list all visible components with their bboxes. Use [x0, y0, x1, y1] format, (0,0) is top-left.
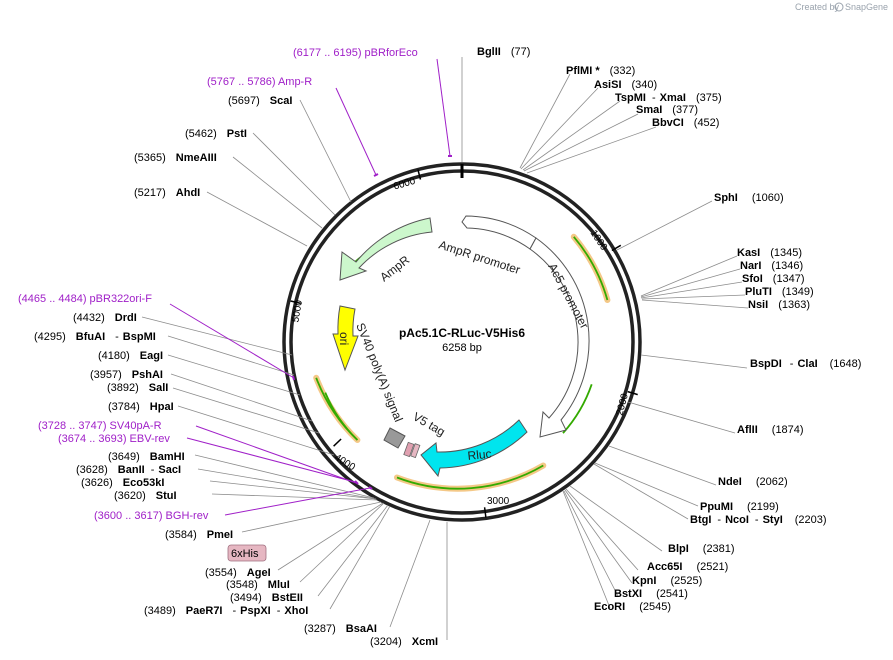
primer-marker-bgh — [368, 486, 373, 490]
primer-pbr322ori-label[interactable]: (4465 .. 4484) pBR322ori-F — [18, 293, 152, 305]
sixhis-feature[interactable] — [410, 443, 421, 459]
enzyme-ppumi[interactable]: PpuMI(2199) — [700, 501, 779, 513]
enzyme-psti[interactable]: (5462)PstI — [185, 128, 247, 140]
enzyme-bspdi[interactable]: BspDI-ClaI(1648) — [750, 358, 861, 370]
enzyme-bfuai[interactable]: (4295)BfuAI-BspMI — [34, 331, 156, 343]
sv40-label: SV40 poly(A) signal — [353, 321, 405, 424]
ori-label: ori — [337, 332, 351, 345]
plasmid-name: pAc5.1C-RLuc-V5His6 — [399, 326, 525, 340]
orf-line-1 — [573, 236, 609, 301]
enzyme-nsii[interactable]: NsiI(1363) — [748, 299, 810, 311]
rluc-label: Rluc — [467, 447, 492, 463]
enzyme-btgi[interactable]: BtgI-NcoI-StyI(2203) — [690, 514, 827, 526]
orf-arc-3 — [313, 374, 361, 443]
ori-feature[interactable] — [332, 305, 359, 372]
enzyme-xcmi[interactable]: (3204)XcmI — [370, 636, 438, 648]
enzyme-eco53ki[interactable]: (3626)Eco53kI — [81, 477, 164, 489]
enzyme-bamhi[interactable]: (3649)BamHI — [108, 451, 185, 463]
enzyme-mlui[interactable]: (3548)MluI — [226, 579, 290, 591]
enzyme-tspmi[interactable]: TspMI-XmaI(375) — [615, 92, 722, 104]
ampr-feature[interactable] — [339, 217, 433, 281]
primer-markers — [292, 155, 452, 490]
enzyme-nmeaiii[interactable]: (5365)NmeAIII — [134, 152, 217, 164]
enzyme-stui[interactable]: (3620)StuI — [114, 490, 177, 502]
tick-label-5000: 5000 — [290, 299, 305, 323]
credit-prefix: Created by — [795, 2, 840, 12]
tick-6000 — [417, 169, 422, 180]
tick-1000 — [611, 244, 622, 252]
enzyme-pluti[interactable]: PluTI(1349) — [745, 286, 814, 298]
enzyme-banii[interactable]: (3628)BanII-SacI — [76, 464, 181, 476]
tick-label-3000: 3000 — [487, 496, 510, 507]
enzyme-acc65i[interactable]: Acc65I(2521) — [647, 561, 728, 573]
enzyme-nari[interactable]: NarI(1346) — [740, 260, 803, 272]
plasmid-length: 6258 bp — [442, 342, 482, 354]
enzyme-drdi[interactable]: (4432)DrdI — [73, 312, 137, 324]
credit-brand: SnapGene — [845, 2, 888, 12]
ac5-promoter-feature[interactable] — [529, 237, 590, 438]
enzyme-sfoi[interactable]: SfoI(1347) — [742, 273, 805, 285]
v5-tag-feature[interactable] — [403, 441, 415, 458]
primer-ebv-label[interactable]: (3674 .. 3693) EBV-rev — [58, 433, 170, 445]
enzyme-bsteii[interactable]: (3494)BstEII — [230, 592, 303, 604]
enzyme-paer7i[interactable]: (3489)PaeR7I-PspXI-XhoI — [144, 605, 308, 617]
enzyme-ecori[interactable]: EcoRI(2545) — [594, 601, 671, 613]
enzyme-blpi[interactable]: BlpI(2381) — [668, 543, 735, 555]
ampr-promoter-feature[interactable] — [461, 215, 537, 250]
tick-4000 — [333, 438, 342, 447]
ampr-label: AmpR — [377, 253, 412, 285]
enzyme-sali[interactable]: (3892)SalI — [107, 382, 168, 394]
enzyme-aflii[interactable]: AflII(1874) — [737, 424, 804, 436]
sv40-polya-feature[interactable] — [383, 427, 406, 449]
enzyme-pmei[interactable]: (3584)PmeI — [165, 529, 233, 541]
primer-ampr-label[interactable]: (5767 .. 5786) Amp-R — [207, 76, 312, 88]
tick-3000 — [483, 507, 487, 518]
tick-marks — [290, 169, 638, 518]
primer-marker-ebv — [354, 480, 359, 485]
enzyme-scai[interactable]: (5697)ScaI — [228, 95, 292, 107]
enzyme-kpni[interactable]: KpnI(2525) — [632, 575, 702, 587]
sixhis-label[interactable]: 6xHis — [231, 548, 259, 560]
tick-2000 — [627, 390, 638, 396]
enzyme-pshai[interactable]: (3957)PshAI — [90, 369, 163, 381]
enzyme-bstxi[interactable]: BstXI(2541) — [614, 588, 688, 600]
primer-leaders — [169, 58, 451, 516]
enzyme-ndei[interactable]: NdeI(2062) — [718, 476, 788, 488]
enzyme-hpai[interactable]: (3784)HpaI — [108, 401, 174, 413]
enzyme-agei[interactable]: (3554)AgeI — [205, 567, 271, 579]
enzyme-bsaai[interactable]: (3287)BsaAI — [304, 623, 377, 635]
orf-line-5 — [324, 392, 359, 441]
enzyme-asisi[interactable]: AsiSI(340) — [594, 79, 657, 91]
v5tag-label: V5 tag — [411, 409, 448, 438]
enzyme-kasi[interactable]: KasI(1345) — [737, 247, 802, 259]
rluc-feature[interactable] — [420, 419, 528, 478]
enzyme-ahdi[interactable]: (5217)AhdI — [134, 187, 200, 199]
enzyme-eagi[interactable]: (4180)EagI — [98, 350, 163, 362]
sixhis-label-box — [227, 544, 267, 562]
orf-line-2 — [396, 464, 544, 490]
ampr-promoter-label: AmpR promoter — [437, 238, 522, 277]
enzyme-pflmi[interactable]: PflMI *(332) — [566, 65, 635, 77]
enzyme-bglii[interactable]: BglII(77) — [477, 46, 530, 58]
primer-bgh-label[interactable]: (3600 .. 3617) BGH-rev — [94, 510, 209, 522]
primer-pbrforeco-label[interactable]: (6177 .. 6195) pBRforEco — [293, 47, 418, 59]
primer-sv40pa-label[interactable]: (3728 .. 3747) SV40pA-R — [38, 420, 162, 432]
snapgene-logo-icon — [834, 2, 844, 12]
enzyme-leaders — [141, 57, 749, 640]
enzyme-smai[interactable]: SmaI(377) — [636, 104, 698, 116]
tick-5000 — [290, 300, 301, 305]
tick-label-4000: 4000 — [332, 452, 357, 473]
enzyme-bbvci[interactable]: BbvCI(452) — [652, 117, 719, 129]
enzyme-sphi[interactable]: SphI(1060) — [714, 192, 784, 204]
